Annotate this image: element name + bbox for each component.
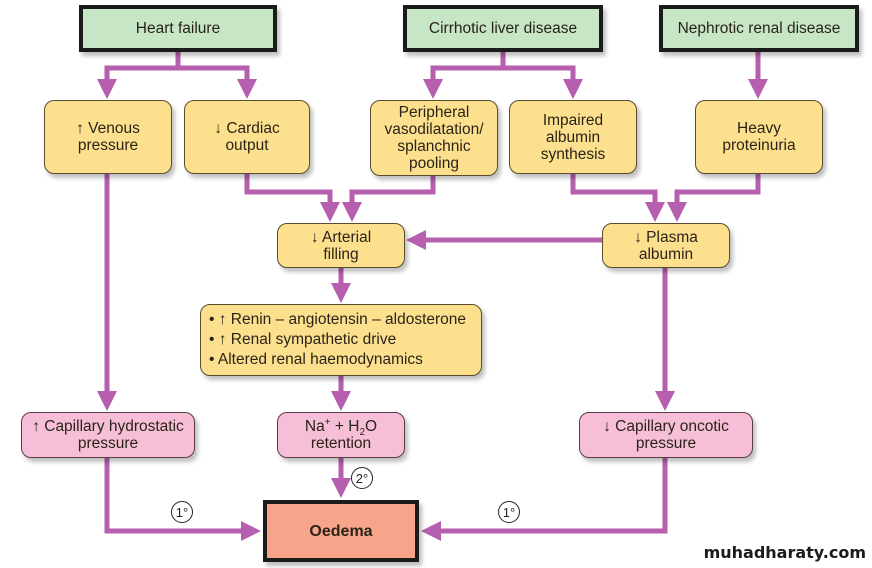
node-line: splanchnic [397, 138, 471, 155]
node-line: pooling [409, 155, 459, 172]
node-line: synthesis [540, 145, 606, 163]
arrow-cardiac-arterial [244, 174, 340, 222]
node-line: Impaired [542, 111, 604, 129]
node-line: pressure [77, 137, 139, 154]
arrow-cirr-albumin [503, 65, 583, 99]
source-label: Nephrotic renal disease [677, 20, 841, 37]
source-cirrhotic-liver-disease: Cirrhotic liver disease [403, 5, 603, 52]
node-line: pressure [77, 435, 139, 452]
label-primary-left: 1° [171, 501, 193, 523]
node-line: ↑ Venous [76, 120, 140, 137]
outcome-oedema: Oedema [263, 500, 419, 562]
mechanism-raas: • ↑ Renin – angiotensin – aldosterone [209, 311, 467, 328]
source-label: Heart failure [135, 20, 221, 37]
arrow-hydrostatic-oedema [104, 458, 261, 541]
node-line: Heavy [737, 120, 781, 137]
outcome-label: Oedema [309, 522, 373, 540]
arrow-cirr-peripheral [423, 52, 506, 99]
node-line: Peripheral [398, 104, 470, 121]
arrow-hf-cardiac [178, 65, 257, 99]
arrow-oncotic-oedema [421, 458, 668, 541]
node-heavy-proteinuria: Heavy proteinuria [695, 100, 823, 174]
source-nephrotic-renal-disease: Nephrotic renal disease [659, 5, 859, 52]
node-line: retention [310, 435, 372, 452]
node-line: albumin [638, 245, 694, 263]
source-heart-failure: Heart failure [79, 5, 277, 52]
arrow-proteinuria-plasma [667, 174, 761, 222]
node-line: vasodilatation/ [384, 121, 484, 138]
mechanism-sympathetic: • ↑ Renal sympathetic drive [209, 331, 397, 348]
node-renal-mechanisms: • ↑ Renin – angiotensin – aldosterone • … [200, 304, 482, 376]
node-arterial-filling: ↓ Arterial filling [277, 223, 405, 268]
node-line: filling [323, 245, 359, 263]
node-line: proteinuria [722, 137, 796, 154]
node-sodium-water-retention: Na+ + H2O retention [277, 412, 405, 458]
label-secondary: 2° [351, 467, 373, 489]
node-capillary-oncotic-pressure: ↓ Capillary oncotic pressure [579, 412, 753, 458]
node-capillary-hydrostatic-pressure: ↑ Capillary hydrostatic pressure [21, 412, 195, 458]
node-cardiac-output: ↓ Cardiac output [184, 100, 310, 174]
node-impaired-albumin-synthesis: Impaired albumin synthesis [509, 100, 637, 174]
source-label: Cirrhotic liver disease [428, 20, 578, 37]
arrow-hf-venous [97, 52, 181, 99]
node-line: output [225, 137, 269, 154]
node-line: albumin [545, 128, 601, 146]
node-plasma-albumin: ↓ Plasma albumin [602, 223, 730, 268]
node-line: pressure [635, 435, 697, 452]
arrow-albumin-plasma [570, 174, 665, 222]
label-primary-right: 1° [498, 501, 520, 523]
node-line: ↑ Capillary hydrostatic [32, 418, 184, 435]
node-venous-pressure: ↑ Venous pressure [44, 100, 172, 174]
node-line: ↓ Capillary oncotic [603, 418, 729, 435]
mechanism-haemodynamics: • Altered renal haemodynamics [209, 351, 423, 368]
watermark: muhadharaty.com [703, 543, 866, 562]
node-line: ↓ Plasma [634, 228, 698, 246]
node-peripheral-vasodilatation: Peripheral vasodilatation/ splanchnic po… [370, 100, 498, 176]
arrow-peripheral-arterial [342, 176, 436, 222]
node-line: ↓ Cardiac [214, 120, 280, 137]
node-line: ↓ Arterial [310, 228, 372, 246]
node-line: Na+ + H2O [304, 416, 378, 439]
